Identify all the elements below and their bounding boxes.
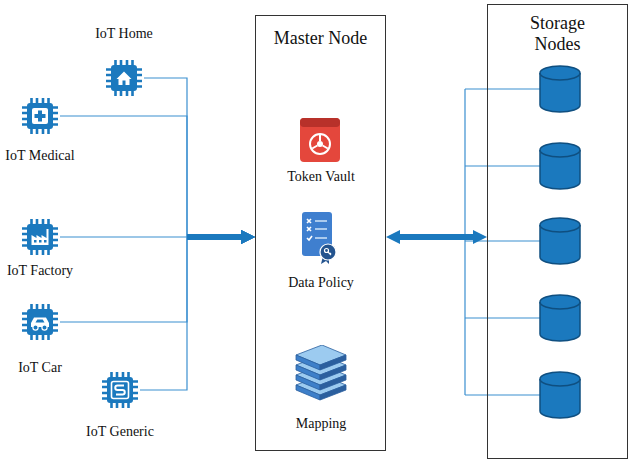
node-label: IoT Car [18,360,62,376]
connector-line [60,236,187,237]
iot-device: IoT Medical [20,96,60,136]
token-vault-icon [300,118,340,162]
box-title: Master Node [259,28,383,49]
node-label: IoT Generic [86,424,154,440]
medical-chip-icon [22,98,58,134]
node-label: Token Vault [287,169,355,185]
connector-arrow [187,234,245,240]
component-icon: Mapping [293,342,349,404]
car-chip-icon [22,304,58,340]
connector [396,237,477,238]
iot-device: IoT Generic [100,370,140,410]
generic-chip-icon [102,372,138,408]
connector [140,237,245,390]
box-title: Storage Nodes [513,13,603,54]
connector-arrow [187,234,245,240]
storage-nodes-box: Storage Nodes [487,4,628,459]
connector-line [140,237,187,390]
connector [60,237,245,238]
connector-arrow [187,234,245,240]
connector [60,237,245,322]
connector [144,78,245,237]
node-label: Data Policy [288,275,354,291]
iot-device: IoT Factory [20,217,60,257]
master-node-box: Master NodeToken VaultData PolicyMapping [255,15,386,451]
storage-bus [465,89,540,395]
mapping-icon [296,345,346,400]
storage-cylinders [540,66,580,418]
iot-device: IoT Home [104,58,144,98]
iot-device: IoT Car [20,302,60,342]
component-icon: Token Vault [301,119,341,163]
connector-arrow [187,234,245,240]
connector-arrow [187,234,245,240]
data-policy-icon [302,212,336,264]
connector [60,116,245,237]
connector-line [144,78,187,237]
node-label: IoT Factory [7,263,73,279]
connector-line [60,116,187,237]
connector-line [60,237,187,322]
connector-arrow [396,234,477,240]
factory-chip-icon [22,219,58,255]
home-chip-icon [106,60,142,96]
component-icon: Data Policy [303,213,339,265]
node-label: Mapping [296,416,347,432]
node-label: IoT Home [95,26,153,42]
node-label: IoT Medical [5,148,74,164]
